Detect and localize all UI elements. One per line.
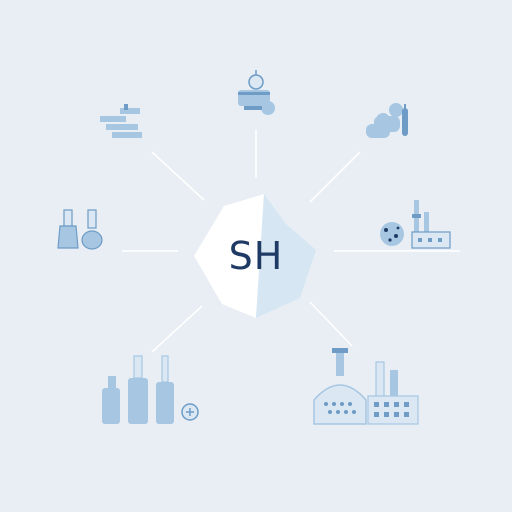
- connectors: [122, 130, 460, 353]
- center-shape-right: [256, 194, 316, 318]
- mortar-and-flask-icon: [238, 70, 275, 115]
- bacteria-and-factory-icon: [380, 200, 451, 249]
- center-node: [194, 194, 316, 318]
- connector-bottom-right: [309, 301, 353, 347]
- connector-top-right: [309, 151, 361, 203]
- connector-top-left: [151, 151, 205, 201]
- center-shape-left: [194, 194, 264, 318]
- lab-flasks-icon: [57, 209, 103, 250]
- chemical-plant-icon: [313, 348, 419, 425]
- stacked-bars-icon: [100, 104, 142, 138]
- people-group-icon: [366, 103, 408, 138]
- connector-bottom-left: [151, 305, 203, 353]
- bottles-and-coin-icon: [102, 355, 199, 424]
- center-label: SH: [228, 234, 284, 278]
